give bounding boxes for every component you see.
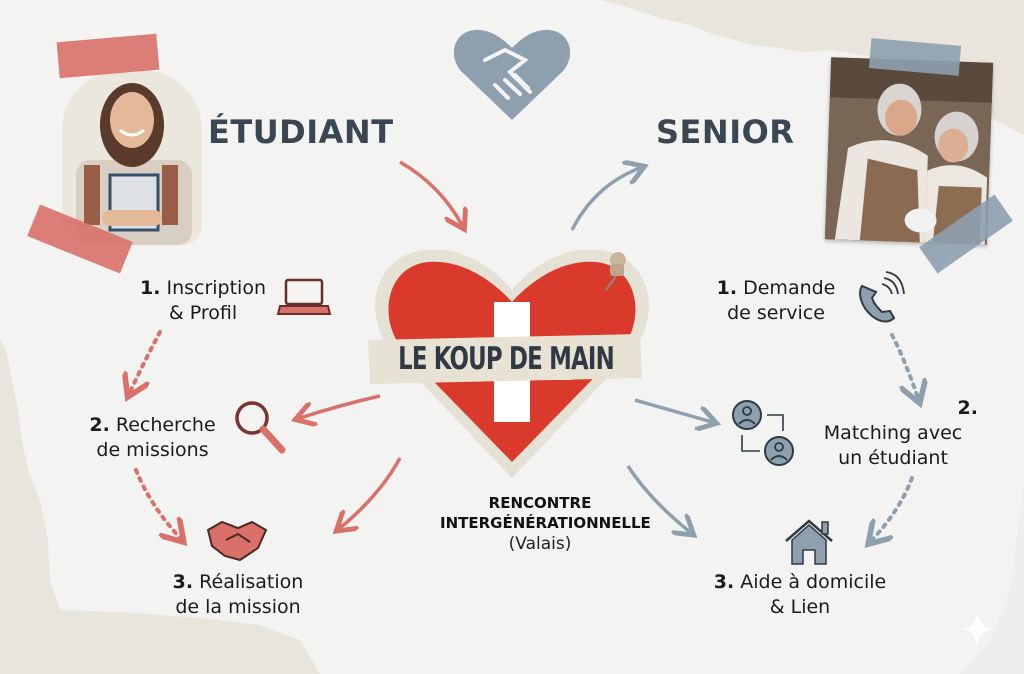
step-number: 1. bbox=[139, 277, 161, 299]
step-line2: de la mission bbox=[175, 596, 301, 618]
step-number: 3. bbox=[713, 571, 735, 593]
step-number: 2. bbox=[957, 397, 978, 419]
step-line1: Recherche bbox=[115, 414, 216, 436]
student-title: ÉTUDIANT bbox=[208, 113, 394, 151]
senior-illustration bbox=[824, 57, 994, 245]
step-number: 3. bbox=[172, 571, 194, 593]
student-step-3: 3. Réalisation de la mission bbox=[148, 570, 328, 620]
step-number: 2. bbox=[89, 414, 110, 436]
subtitle-line2: INTERGÉNÉRATIONNELLE bbox=[440, 514, 651, 532]
center-subtitle: RENCONTRE INTERGÉNÉRATIONNELLE (Valais) bbox=[440, 493, 651, 555]
student-step-2: 2. Recherche de missions bbox=[70, 413, 235, 463]
pushpin-icon bbox=[604, 252, 628, 290]
senior-title: SENIOR bbox=[656, 113, 795, 151]
step-line1: Aide à domicile bbox=[740, 571, 887, 593]
step-line2: & Profil bbox=[168, 302, 238, 324]
senior-photo bbox=[824, 57, 994, 245]
senior-step-3: 3. Aide à domicile & Lien bbox=[700, 570, 900, 620]
step-number: 1. bbox=[716, 277, 738, 299]
student-photo bbox=[62, 70, 202, 245]
subtitle-line3: (Valais) bbox=[508, 534, 572, 554]
step-line2: de missions bbox=[96, 439, 209, 461]
step-line1: Demande bbox=[743, 277, 836, 299]
step-line2: de service bbox=[727, 302, 825, 324]
step-line1: Réalisation bbox=[199, 571, 304, 593]
senior-step-2: 2. Matching avec un étudiant bbox=[798, 396, 988, 471]
student-step-1: 1. Inscription & Profil bbox=[128, 276, 278, 326]
step-line2: un étudiant bbox=[838, 447, 948, 469]
logo-text: LE KOUP DE MAIN bbox=[398, 341, 615, 377]
step-line1: Inscription bbox=[166, 277, 267, 299]
subtitle-line1: RENCONTRE bbox=[488, 494, 592, 512]
step-line1: Matching avec bbox=[823, 422, 963, 444]
student-illustration bbox=[76, 83, 192, 245]
step-line2: & Lien bbox=[769, 596, 831, 618]
senior-step-1: 1. Demande de service bbox=[706, 276, 846, 326]
